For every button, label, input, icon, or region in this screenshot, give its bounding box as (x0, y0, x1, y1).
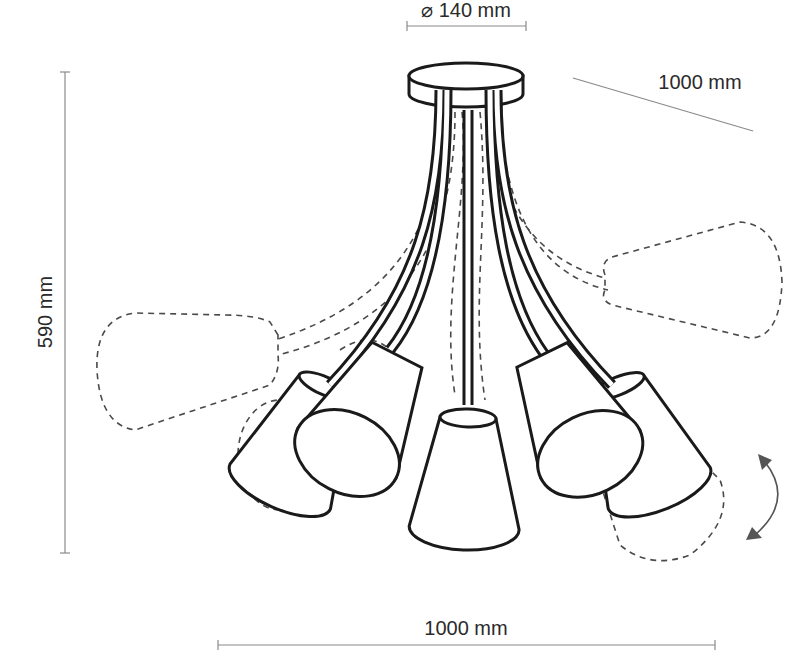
arrow-head (746, 527, 762, 540)
arrow-head (758, 454, 772, 470)
dimension-label: 590 mm (34, 273, 56, 351)
lamp-shade (493, 331, 658, 514)
rotation-arrow (755, 462, 778, 535)
lamp-shade (408, 407, 523, 552)
dimension-label: 1000 mm (655, 71, 744, 93)
lamp-shade (280, 330, 446, 514)
dimension-label: 1000 mm (421, 617, 510, 639)
dimension-label: ⌀ 140 mm (418, 0, 514, 21)
dimension-lines (60, 21, 753, 650)
ceiling-canopy (409, 63, 523, 107)
